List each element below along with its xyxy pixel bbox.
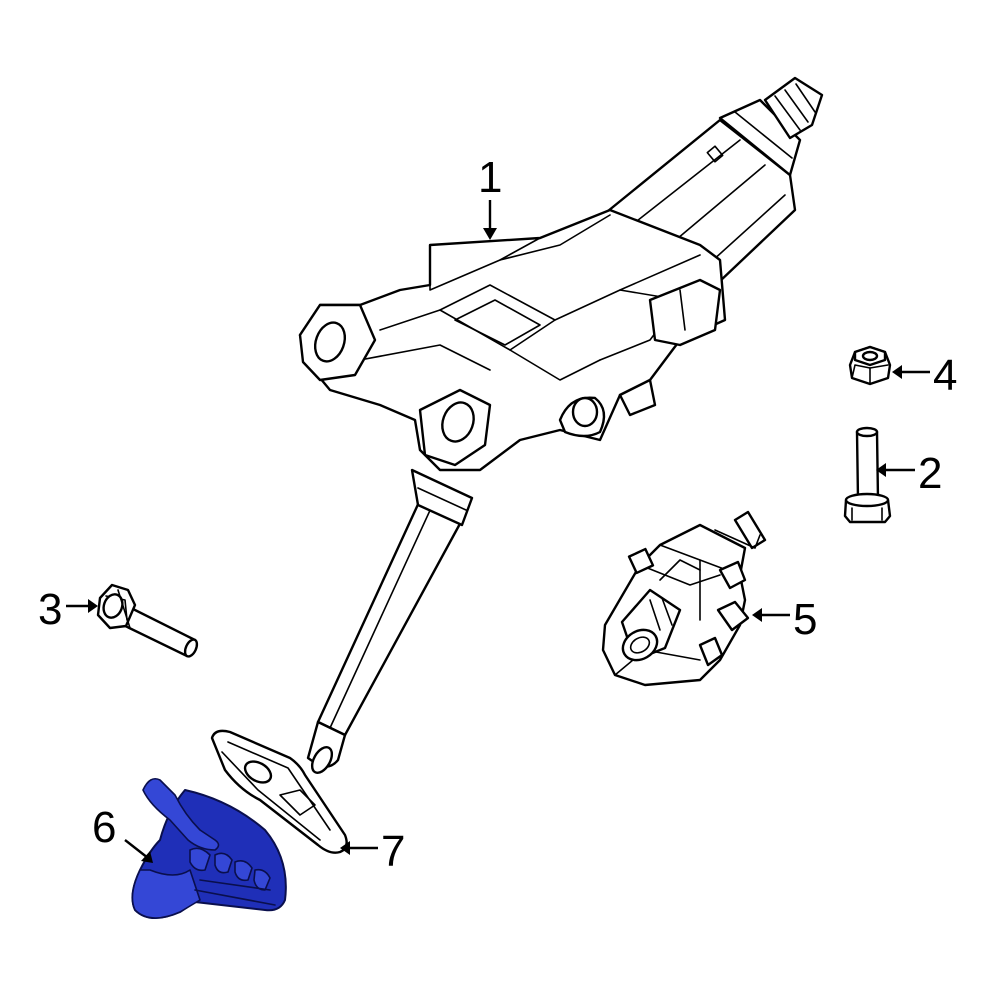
part-7-gasket[interactable] xyxy=(210,729,348,854)
callout-label-5: 5 xyxy=(793,595,817,644)
callout-label-7: 7 xyxy=(381,827,405,876)
callout-arrow-5 xyxy=(752,608,790,622)
callout-arrow-3 xyxy=(66,599,98,613)
callout-label-3: 3 xyxy=(38,585,62,634)
part-1-steering-column[interactable] xyxy=(298,76,824,776)
callout-label-6: 6 xyxy=(92,803,116,852)
part-2-bolt[interactable] xyxy=(843,426,892,524)
callout-arrow-1 xyxy=(483,200,497,240)
callout-arrow-4 xyxy=(892,365,930,379)
callout-arrow-7 xyxy=(340,841,378,855)
callout-label-1: 1 xyxy=(478,153,502,202)
callout-label-2: 2 xyxy=(918,449,942,498)
callout-label-4: 4 xyxy=(933,351,957,400)
callout-arrow-6 xyxy=(124,839,153,863)
callout-arrow-2 xyxy=(876,463,915,477)
part-6-shroud-highlighted[interactable] xyxy=(131,777,287,919)
part-4-nut[interactable] xyxy=(848,345,892,386)
part-5-lock-assembly[interactable] xyxy=(601,510,767,687)
part-3-bolt[interactable] xyxy=(96,583,199,658)
